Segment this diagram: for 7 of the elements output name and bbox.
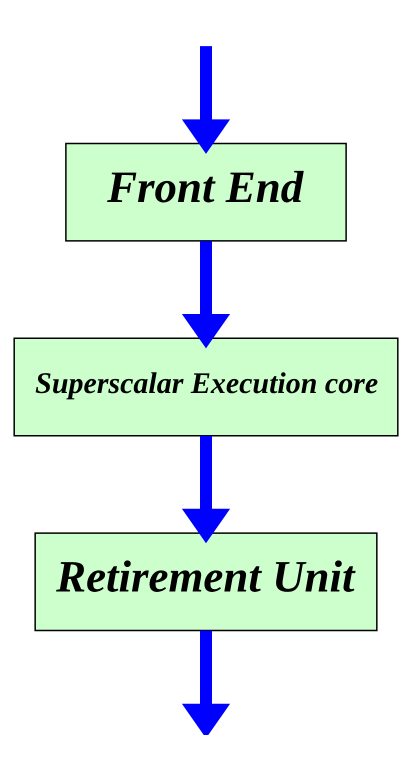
arrow [182, 436, 230, 544]
arrow [182, 630, 230, 735]
node-box: Retirement Unit [34, 532, 378, 632]
arrow [182, 241, 230, 348]
node-box: Front End [65, 142, 347, 242]
node-box: Superscalar Execution core [13, 338, 399, 436]
arrow [182, 46, 230, 154]
